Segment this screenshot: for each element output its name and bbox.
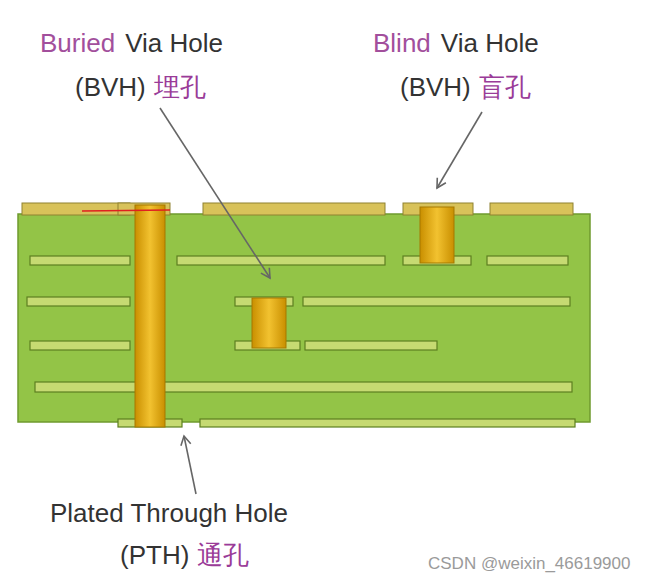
via-type-word: Buried — [40, 28, 115, 58]
callout-abbreviation: (BVH) — [400, 72, 471, 102]
chinese-term: 埋孔 — [154, 72, 206, 102]
via-type-word: Blind — [373, 28, 431, 58]
callout-text: Via Hole — [441, 28, 539, 58]
callout-abbreviation: (PTH) — [120, 540, 189, 570]
callout-text: Plated Through Hole — [50, 498, 288, 528]
watermark: CSDN @weixin_46619900 — [428, 553, 630, 574]
chinese-term: 通孔 — [197, 540, 249, 570]
chinese-term: 盲孔 — [479, 72, 531, 102]
callout-abbreviation: (BVH) — [75, 72, 146, 102]
callout-text: Via Hole — [125, 28, 223, 58]
